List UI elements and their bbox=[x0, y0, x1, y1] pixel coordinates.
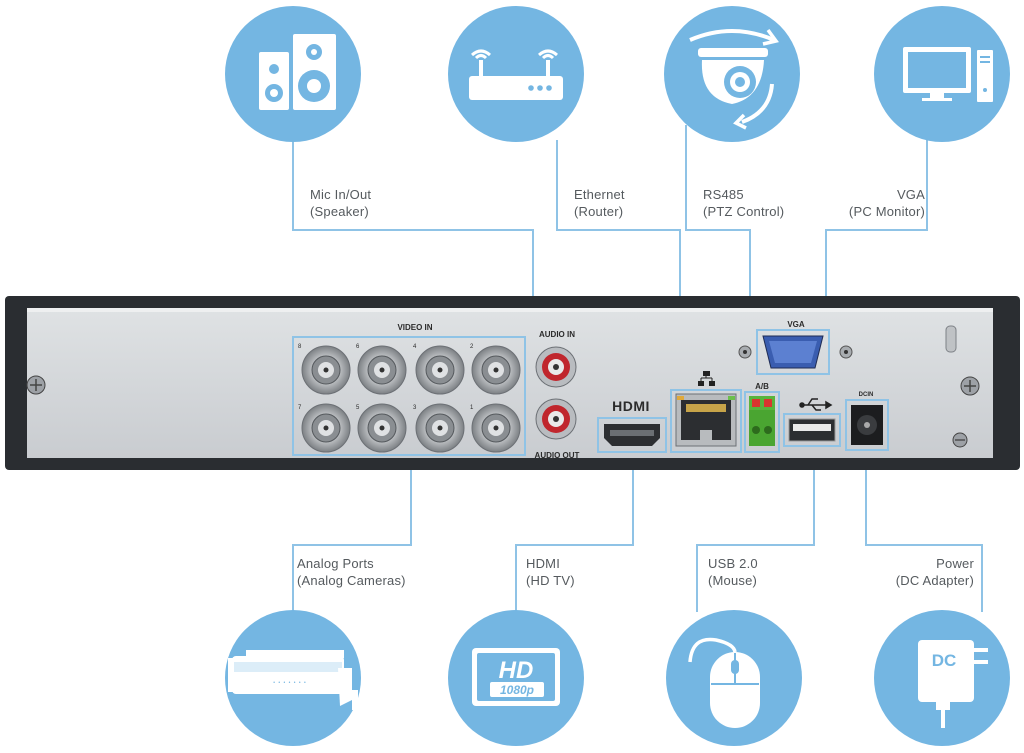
label-rs485: RS485 (PTZ Control) bbox=[703, 186, 784, 220]
bullet-camera-icon: • • • • • • • bbox=[225, 610, 361, 746]
label-power: Power (DC Adapter) bbox=[896, 555, 974, 589]
label-line2: (PTZ Control) bbox=[703, 204, 785, 219]
label-line1: Power bbox=[936, 556, 974, 571]
bnc-port-3 bbox=[415, 403, 465, 453]
label-vga: VGA (PC Monitor) bbox=[849, 186, 925, 220]
hdmi-port bbox=[604, 424, 660, 446]
connector-lines bbox=[292, 125, 983, 612]
hdmi-logo: HDMI bbox=[612, 398, 650, 414]
label-line1: Analog Ports bbox=[297, 556, 374, 571]
line-vga bbox=[825, 140, 928, 330]
dcin-label: DCIN bbox=[859, 392, 874, 398]
label-line1: USB 2.0 bbox=[708, 556, 758, 571]
label-line2: (DC Adapter) bbox=[895, 573, 974, 588]
hd-text: HD bbox=[499, 657, 534, 684]
usb-symbol-icon bbox=[799, 398, 833, 411]
audio-out-label: AUDIO OUT bbox=[535, 451, 580, 460]
pc-monitor-icon bbox=[874, 6, 1010, 142]
bnc-port-6 bbox=[357, 345, 407, 395]
rs485-terminal bbox=[749, 396, 775, 446]
channel-label: 1 bbox=[470, 405, 474, 411]
dc-jack bbox=[851, 405, 883, 445]
rca-audio-out bbox=[535, 398, 577, 440]
channel-label: 8 bbox=[298, 344, 302, 350]
router-icon bbox=[448, 6, 584, 142]
channel-label: 4 bbox=[413, 344, 417, 350]
rca-audio-in bbox=[535, 346, 577, 388]
label-ethernet: Ethernet (Router) bbox=[574, 186, 625, 220]
line-mic bbox=[292, 140, 534, 345]
channel-label: 6 bbox=[356, 344, 360, 350]
label-line1: Ethernet bbox=[574, 187, 625, 202]
label-hdmi: HDMI (HD TV) bbox=[526, 555, 575, 589]
bnc-port-4 bbox=[415, 345, 465, 395]
bnc-port-2 bbox=[471, 345, 521, 395]
channel-label: 2 bbox=[470, 344, 474, 350]
channel-label: 5 bbox=[356, 405, 360, 411]
dc-adapter-icon: DC bbox=[874, 610, 1010, 746]
line-analog bbox=[292, 455, 412, 612]
video-in-label: VIDEO IN bbox=[397, 323, 432, 332]
label-usb: USB 2.0 (Mouse) bbox=[708, 555, 758, 589]
label-analog: Analog Ports (Analog Cameras) bbox=[297, 555, 406, 589]
channel-label: 3 bbox=[413, 405, 417, 411]
hd-sub-text: 1080p bbox=[500, 683, 534, 697]
label-line1: VGA bbox=[896, 187, 925, 202]
bnc-port-1 bbox=[471, 403, 521, 453]
label-line2: (HD TV) bbox=[526, 573, 575, 588]
line-hdmi bbox=[515, 455, 634, 612]
label-mic: Mic In/Out (Speaker) bbox=[310, 186, 371, 220]
ethernet-port bbox=[675, 393, 737, 447]
label-line2: (PC Monitor) bbox=[848, 204, 925, 219]
channel-label: 7 bbox=[298, 405, 302, 411]
screw-right bbox=[960, 376, 980, 396]
vga-label: VGA bbox=[787, 320, 805, 329]
dvr-rear-panel: VIDEO IN 8 6 4 2 7 5 3 1 AUDIO IN AUDI bbox=[5, 296, 1020, 470]
label-line1: HDMI bbox=[526, 556, 561, 571]
usb-port bbox=[788, 418, 836, 442]
speaker-icon bbox=[225, 6, 361, 142]
bnc-port-5 bbox=[357, 403, 407, 453]
ground-screw bbox=[952, 432, 968, 448]
label-line2: (Mouse) bbox=[708, 573, 758, 588]
svg-text:• • • • • • •: • • • • • • • bbox=[273, 680, 307, 686]
ab-label: A/B bbox=[755, 382, 769, 391]
dc-text: DC bbox=[932, 651, 957, 670]
vga-port bbox=[738, 335, 853, 369]
bnc-port-8 bbox=[301, 345, 351, 395]
audio-in-label: AUDIO IN bbox=[539, 330, 575, 339]
bnc-port-7 bbox=[301, 403, 351, 453]
line-usb bbox=[696, 445, 815, 612]
network-icon bbox=[698, 371, 715, 386]
label-line1: RS485 bbox=[703, 187, 744, 202]
line-power bbox=[865, 450, 983, 612]
mouse-icon bbox=[666, 610, 802, 746]
screw-left bbox=[26, 375, 46, 395]
ptz-camera-icon bbox=[664, 6, 800, 142]
label-line1: Mic In/Out bbox=[310, 187, 372, 202]
hd-tv-icon: HD 1080p bbox=[448, 610, 584, 746]
label-line2: (Speaker) bbox=[310, 204, 369, 219]
label-line2: (Analog Cameras) bbox=[297, 573, 406, 588]
label-line2: (Router) bbox=[574, 204, 624, 219]
